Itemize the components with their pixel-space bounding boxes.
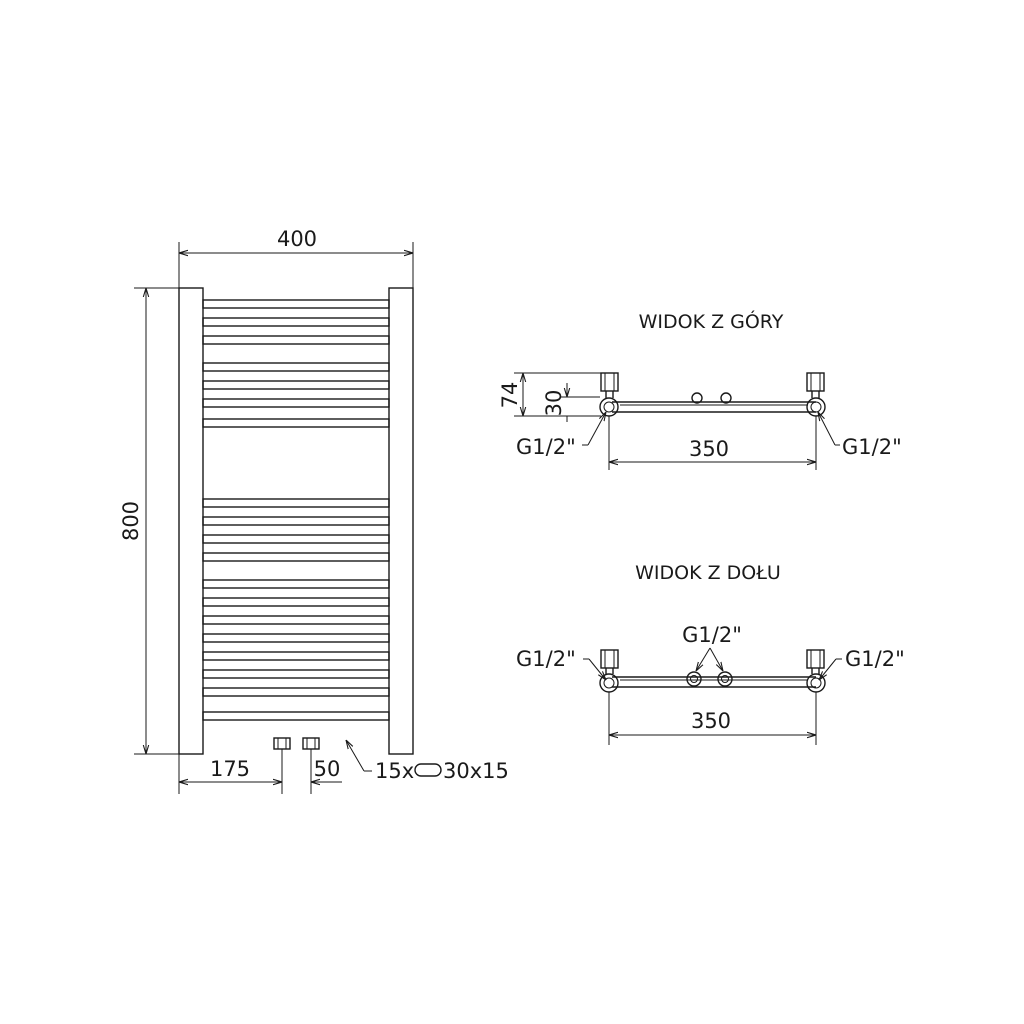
top-inlet-left: [691, 392, 703, 404]
top-span-dimension: 350: [608, 416, 817, 470]
bottom-span-dimension: 350: [608, 692, 817, 745]
tube-4: [202, 362, 390, 372]
tube-13: [202, 597, 390, 607]
connection-dimensions: 175 50: [178, 749, 342, 794]
top-span-label: 350: [689, 437, 729, 461]
spacing-label: 50: [314, 757, 341, 781]
depth-dimensions: 74 30: [498, 372, 601, 422]
tube-2: [202, 317, 390, 327]
width-dimension: 400: [178, 227, 414, 288]
oval-section-icon: [414, 763, 442, 777]
height-dimension: 800: [119, 287, 179, 755]
top-left-valve: [599, 372, 619, 417]
bottom-right-thread-label: G1/2": [845, 647, 905, 671]
tube-3: [202, 335, 390, 345]
tube-17: [202, 669, 390, 679]
tube-section-label: 30x15: [443, 759, 509, 783]
tube-9: [202, 516, 390, 526]
bottom-view: WIDOK Z DOŁU: [516, 562, 905, 745]
tube-19: [202, 711, 390, 721]
bottom-center-thread-label: G1/2": [682, 623, 742, 647]
bottom-span-label: 350: [691, 709, 731, 733]
left-collector: [178, 287, 204, 755]
tube-12: [202, 579, 390, 589]
tube-1: [202, 299, 390, 309]
right-collector: [388, 287, 414, 755]
tube-leader: 15x 30x15: [346, 740, 509, 783]
top-view: WIDOK Z GÓRY: [498, 309, 902, 470]
tube-10: [202, 534, 390, 544]
bottom-connector-right: [302, 737, 320, 750]
tube-18: [202, 687, 390, 697]
top-right-thread-label: G1/2": [842, 435, 902, 459]
tube-5: [202, 380, 390, 390]
top-inlet-right: [720, 392, 732, 404]
tube-16: [202, 651, 390, 661]
heating-tubes: [202, 299, 390, 721]
bottom-view-title: WIDOK Z DOŁU: [635, 562, 781, 584]
tube-15: [202, 633, 390, 643]
bottom-right-valve: [806, 649, 826, 693]
tube-7: [202, 418, 390, 428]
tube-count-label: 15x: [375, 759, 414, 783]
bottom-connector-left: [273, 737, 291, 750]
bottom-left-thread-label: G1/2": [516, 647, 576, 671]
bottom-left-valve: [599, 649, 619, 693]
tube-14: [202, 615, 390, 625]
bottom-inlet-right: [717, 671, 733, 687]
depth-label: 74: [498, 382, 522, 409]
left-offset-label: 175: [210, 757, 250, 781]
axis-label: 30: [542, 390, 566, 417]
top-right-valve: [806, 372, 826, 417]
bottom-inlet-left: [686, 671, 702, 687]
tube-8: [202, 498, 390, 508]
front-view: 400 800 175 50 15x 30x15: [119, 227, 509, 794]
top-view-title: WIDOK Z GÓRY: [639, 309, 784, 333]
width-label: 400: [277, 227, 317, 251]
top-left-thread-label: G1/2": [516, 435, 576, 459]
height-label: 800: [119, 501, 143, 541]
tube-6: [202, 398, 390, 408]
tube-11: [202, 552, 390, 562]
